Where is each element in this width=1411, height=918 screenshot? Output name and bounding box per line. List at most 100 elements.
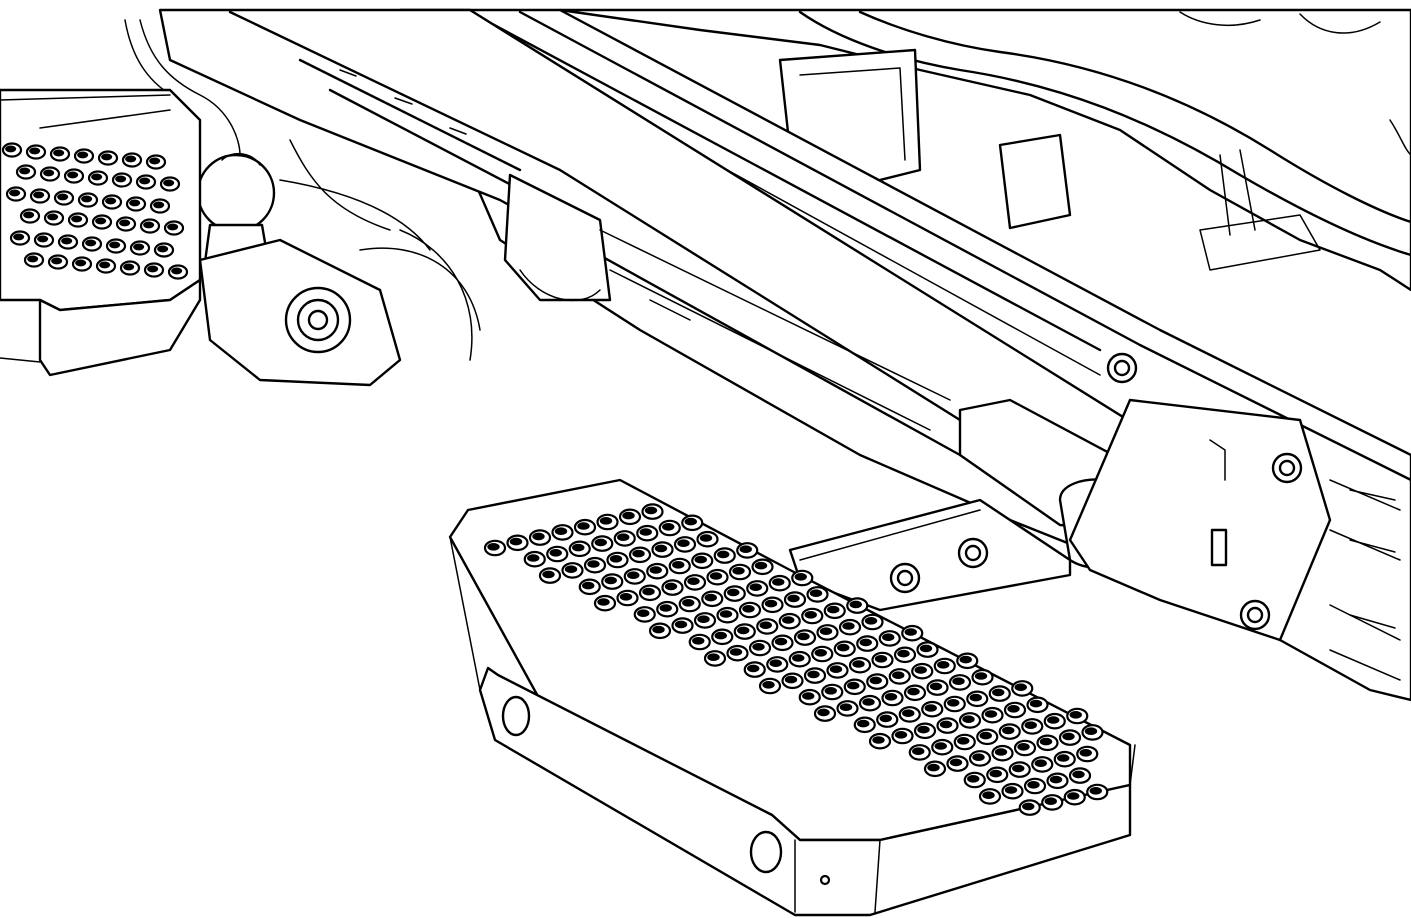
tread-hole: [893, 646, 917, 664]
tread-hole: [63, 168, 85, 184]
tread-hole: [926, 679, 949, 696]
tread-hole: [121, 152, 143, 168]
tread-hole: [135, 174, 157, 190]
tread-hole: [948, 674, 972, 691]
tread-hole: [703, 650, 727, 667]
tread-hole: [111, 172, 133, 188]
nut: [889, 562, 921, 594]
tread-hole: [561, 562, 584, 579]
tread-hole: [638, 584, 662, 602]
tread-hole: [1068, 767, 1092, 784]
tread-hole: [713, 547, 736, 564]
tread-hole: [628, 546, 652, 564]
tread-hole: [853, 716, 876, 734]
tread-hole: [878, 630, 901, 647]
tread-hole: [728, 563, 752, 581]
tread-hole: [573, 518, 597, 536]
tread-hole: [823, 602, 846, 620]
tread-hole: [746, 580, 769, 597]
tread-hole: [778, 612, 801, 630]
tread-hole: [591, 535, 614, 552]
tread-hole: [998, 723, 1021, 740]
tread-hole: [911, 662, 934, 680]
tread-hole: [1008, 761, 1031, 778]
tread-hole: [816, 624, 839, 641]
tread-hole: [87, 170, 109, 186]
tread-hole: [149, 198, 171, 214]
tread-hole: [858, 694, 882, 712]
tread-hole: [538, 567, 562, 584]
assist-step: [448, 478, 1136, 917]
tread-hole: [756, 618, 779, 635]
tread-hole: [1021, 718, 1044, 735]
tread-hole: [838, 618, 862, 636]
tread-hole: [806, 586, 829, 603]
tread-hole: [115, 216, 137, 232]
tread-hole: [528, 529, 552, 546]
tread-hole: [868, 732, 892, 750]
tread-hole: [15, 164, 37, 180]
nut: [1106, 352, 1138, 384]
nut: [1271, 452, 1303, 484]
tread-hole: [145, 154, 167, 170]
tread-hole: [1041, 794, 1064, 811]
tread-hole: [646, 562, 669, 580]
tread-hole: [913, 722, 937, 740]
tread-hole: [623, 568, 646, 585]
tread-hole: [1, 142, 23, 158]
tread-hole: [578, 578, 601, 596]
tread-hole: [761, 596, 784, 614]
tread-hole: [596, 513, 619, 531]
tread-hole: [691, 552, 714, 570]
tread-hole: [593, 594, 617, 612]
tread-hole: [71, 256, 93, 272]
tread-hole: [648, 622, 672, 640]
tread-hole: [163, 220, 185, 236]
tread-hole: [888, 668, 911, 685]
tread-hole: [986, 766, 1009, 784]
tread-hole: [633, 606, 656, 623]
tread-hole: [49, 146, 71, 162]
tread-hole: [706, 568, 729, 586]
tread-hole: [821, 683, 844, 701]
tread-hole: [483, 539, 507, 557]
tread-hole: [978, 788, 1002, 805]
tread-hole: [783, 591, 807, 608]
tread-hole: [803, 667, 827, 684]
tread-hole: [826, 662, 849, 679]
tread-hole: [991, 744, 1014, 762]
tread-hole: [1053, 750, 1076, 768]
tread-hole: [876, 711, 899, 728]
tread-hole: [1058, 729, 1082, 746]
tread-hole: [811, 645, 834, 663]
tread-hole: [1043, 712, 1066, 730]
tread-hole: [39, 166, 61, 182]
tread-hole: [801, 607, 824, 625]
tread-hole: [751, 558, 774, 576]
tread-hole: [673, 536, 697, 553]
tread-hole: [1013, 739, 1037, 757]
tread-hole: [47, 254, 69, 270]
tread-hole: [73, 148, 95, 164]
tread-hole: [67, 212, 89, 228]
tread-hole: [613, 530, 636, 547]
tread-hole: [856, 635, 879, 652]
nut: [957, 537, 989, 569]
tread-hole: [843, 678, 866, 696]
tread-hole: [583, 556, 607, 574]
tread-hole: [167, 264, 189, 280]
tread-hole: [898, 706, 921, 723]
tread-hole: [546, 545, 569, 563]
tread-hole: [881, 689, 904, 707]
tread-hole: [1081, 724, 1104, 741]
tread-hole: [981, 706, 1004, 724]
tread-hole: [656, 600, 679, 618]
tread-hole: [736, 542, 759, 559]
tread-hole: [551, 524, 574, 541]
tread-hole: [693, 612, 717, 629]
tread-hole: [641, 503, 664, 520]
tread-hole: [976, 728, 999, 746]
tread-hole: [1036, 734, 1059, 752]
tread-hole: [748, 639, 772, 657]
tread-hole: [678, 595, 701, 613]
